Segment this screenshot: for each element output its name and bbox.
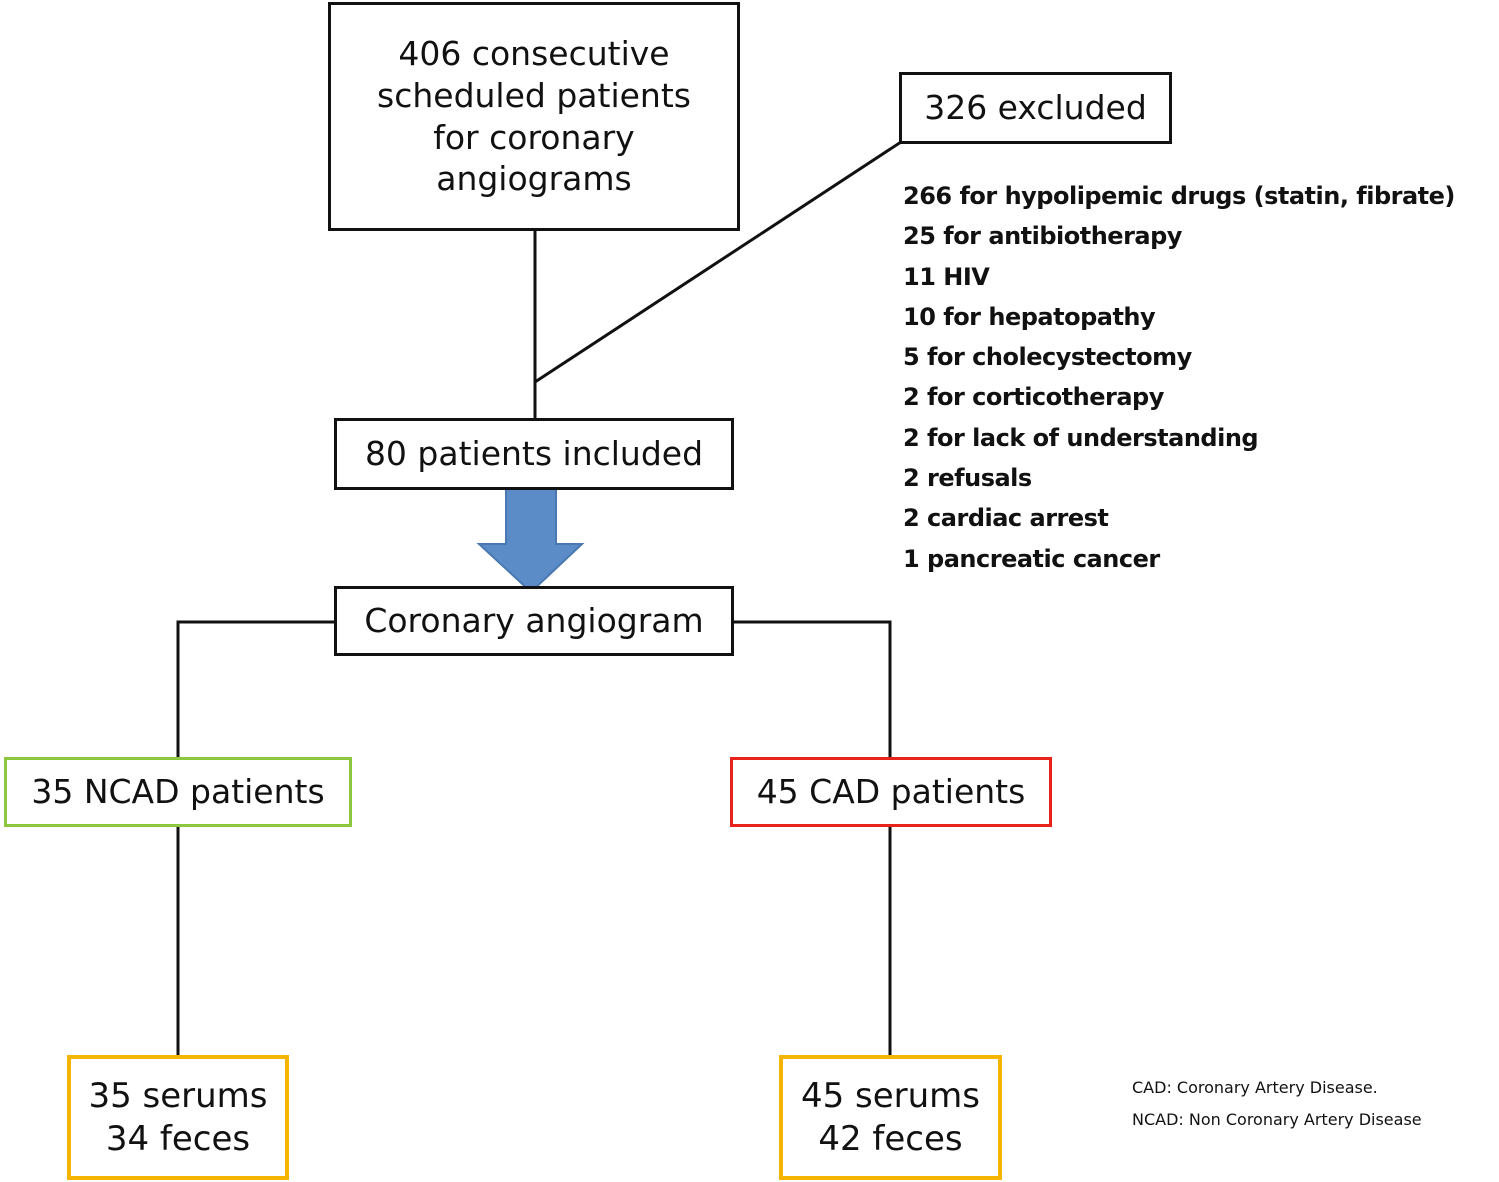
line-angiogram-to-ncad	[176, 620, 334, 757]
cad-serums: 45 serums	[800, 1075, 981, 1116]
cad-samples-box: 45 serums 42 feces	[779, 1055, 1002, 1180]
included-patients-box: 80 patients included	[334, 418, 734, 490]
ncad-feces: 34 feces	[105, 1118, 251, 1159]
cad-label: 45 CAD patients	[756, 772, 1026, 812]
line-angiogram-to-cad	[734, 620, 892, 757]
ncad-label: 35 NCAD patients	[31, 772, 325, 812]
angiogram-label: Coronary angiogram	[364, 601, 704, 641]
coronary-angiogram-box: Coronary angiogram	[334, 586, 734, 656]
excluded-box: 326 excluded	[899, 72, 1172, 144]
exclusion-reason: 5 for cholecystectomy	[903, 343, 1192, 372]
ncad-samples-box: 35 serums 34 feces	[67, 1055, 289, 1180]
exclusion-reason: 266 for hypolipemic drugs (statin, fibra…	[903, 182, 1455, 210]
exclusion-reason: 2 for lack of understanding	[903, 423, 1259, 452]
exclusion-reason: 2 refusals	[903, 464, 1032, 493]
screened-line-3: for coronary	[433, 117, 635, 157]
footnote-ncad: NCAD: Non Coronary Artery Disease	[1132, 1110, 1422, 1129]
exclusion-reason: 2 for corticotherapy	[903, 383, 1164, 412]
line-excluded-branch	[534, 140, 902, 384]
screened-line-1: 406 consecutive	[398, 34, 670, 74]
cad-samples-text: 45 serums 42 feces	[801, 1075, 980, 1161]
exclusion-reason: 11 HIV	[903, 262, 990, 291]
screened-line-2: scheduled patients	[377, 75, 691, 115]
ncad-patients-box: 35 NCAD patients	[4, 757, 352, 827]
abbreviations-footnote: CAD: Coronary Artery Disease. NCAD: Non …	[1132, 1072, 1422, 1136]
down-arrow-icon	[476, 487, 585, 594]
excluded-label: 326 excluded	[924, 88, 1147, 128]
ncad-serums: 35 serums	[88, 1075, 268, 1116]
exclusion-reason: 25 for antibiotherapy	[903, 222, 1182, 251]
exclusion-reason: 1 pancreatic cancer	[903, 544, 1160, 573]
included-label: 80 patients included	[364, 434, 704, 474]
screened-patients-box: 406 consecutive scheduled patients for c…	[328, 2, 740, 231]
footnote-cad: CAD: Coronary Artery Disease.	[1132, 1078, 1378, 1097]
exclusion-reason: 10 for hepatopathy	[903, 302, 1156, 331]
exclusion-reason: 2 cardiac arrest	[903, 504, 1109, 533]
exclusion-reasons-list: 266 for hypolipemic drugs (statin, fibra…	[903, 176, 1455, 579]
cad-feces: 42 feces	[818, 1118, 963, 1159]
screened-patients-text: 406 consecutive scheduled patients for c…	[377, 33, 691, 199]
cad-patients-box: 45 CAD patients	[730, 757, 1052, 827]
screened-line-4: angiograms	[436, 159, 632, 199]
ncad-samples-text: 35 serums 34 feces	[88, 1075, 267, 1161]
